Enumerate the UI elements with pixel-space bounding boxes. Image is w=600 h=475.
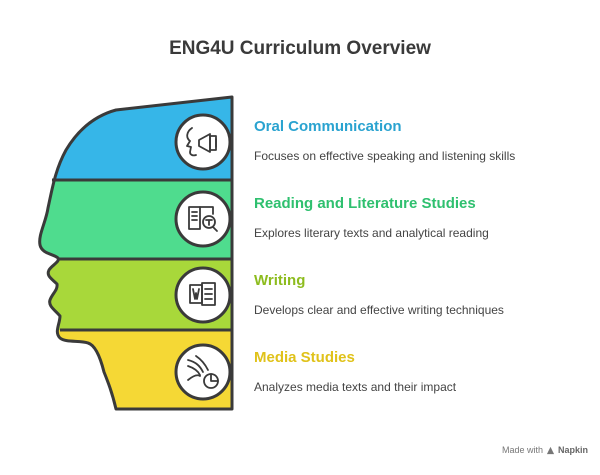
section-description: Analyzes media texts and their impact (254, 380, 457, 394)
section-title: Oral Communication (254, 118, 402, 135)
section-description: Explores literary texts and analytical r… (254, 226, 489, 240)
megaphone-speaking-icon (186, 127, 217, 157)
section-oral-communication: Oral Communication Focuses on effective … (254, 118, 574, 164)
napkin-logo-icon (546, 446, 555, 454)
media-flow-chart-icon (187, 355, 219, 389)
head-outline (38, 95, 234, 411)
section-media-studies: Media Studies Analyzes media texts and t… (254, 349, 574, 395)
section-writing: Writing Develops clear and effective wri… (254, 272, 574, 318)
diagram-title: ENG4U Curriculum Overview (169, 38, 431, 59)
book-search-icon (188, 206, 218, 232)
word-document-icon (189, 282, 216, 306)
section-description: Focuses on effective speaking and listen… (254, 149, 516, 163)
section-title: Writing (254, 272, 306, 289)
section-title: Reading and Literature Studies (254, 195, 476, 212)
footer-brand: Napkin (557, 445, 588, 455)
made-with-napkin-link[interactable]: Made with Napkin (502, 445, 588, 455)
footer-prefix: Made with (501, 445, 543, 455)
section-reading-literature: Reading and Literature Studies Explores … (254, 195, 574, 241)
section-title: Media Studies (254, 349, 355, 366)
section-description: Develops clear and effective writing tec… (254, 303, 504, 317)
